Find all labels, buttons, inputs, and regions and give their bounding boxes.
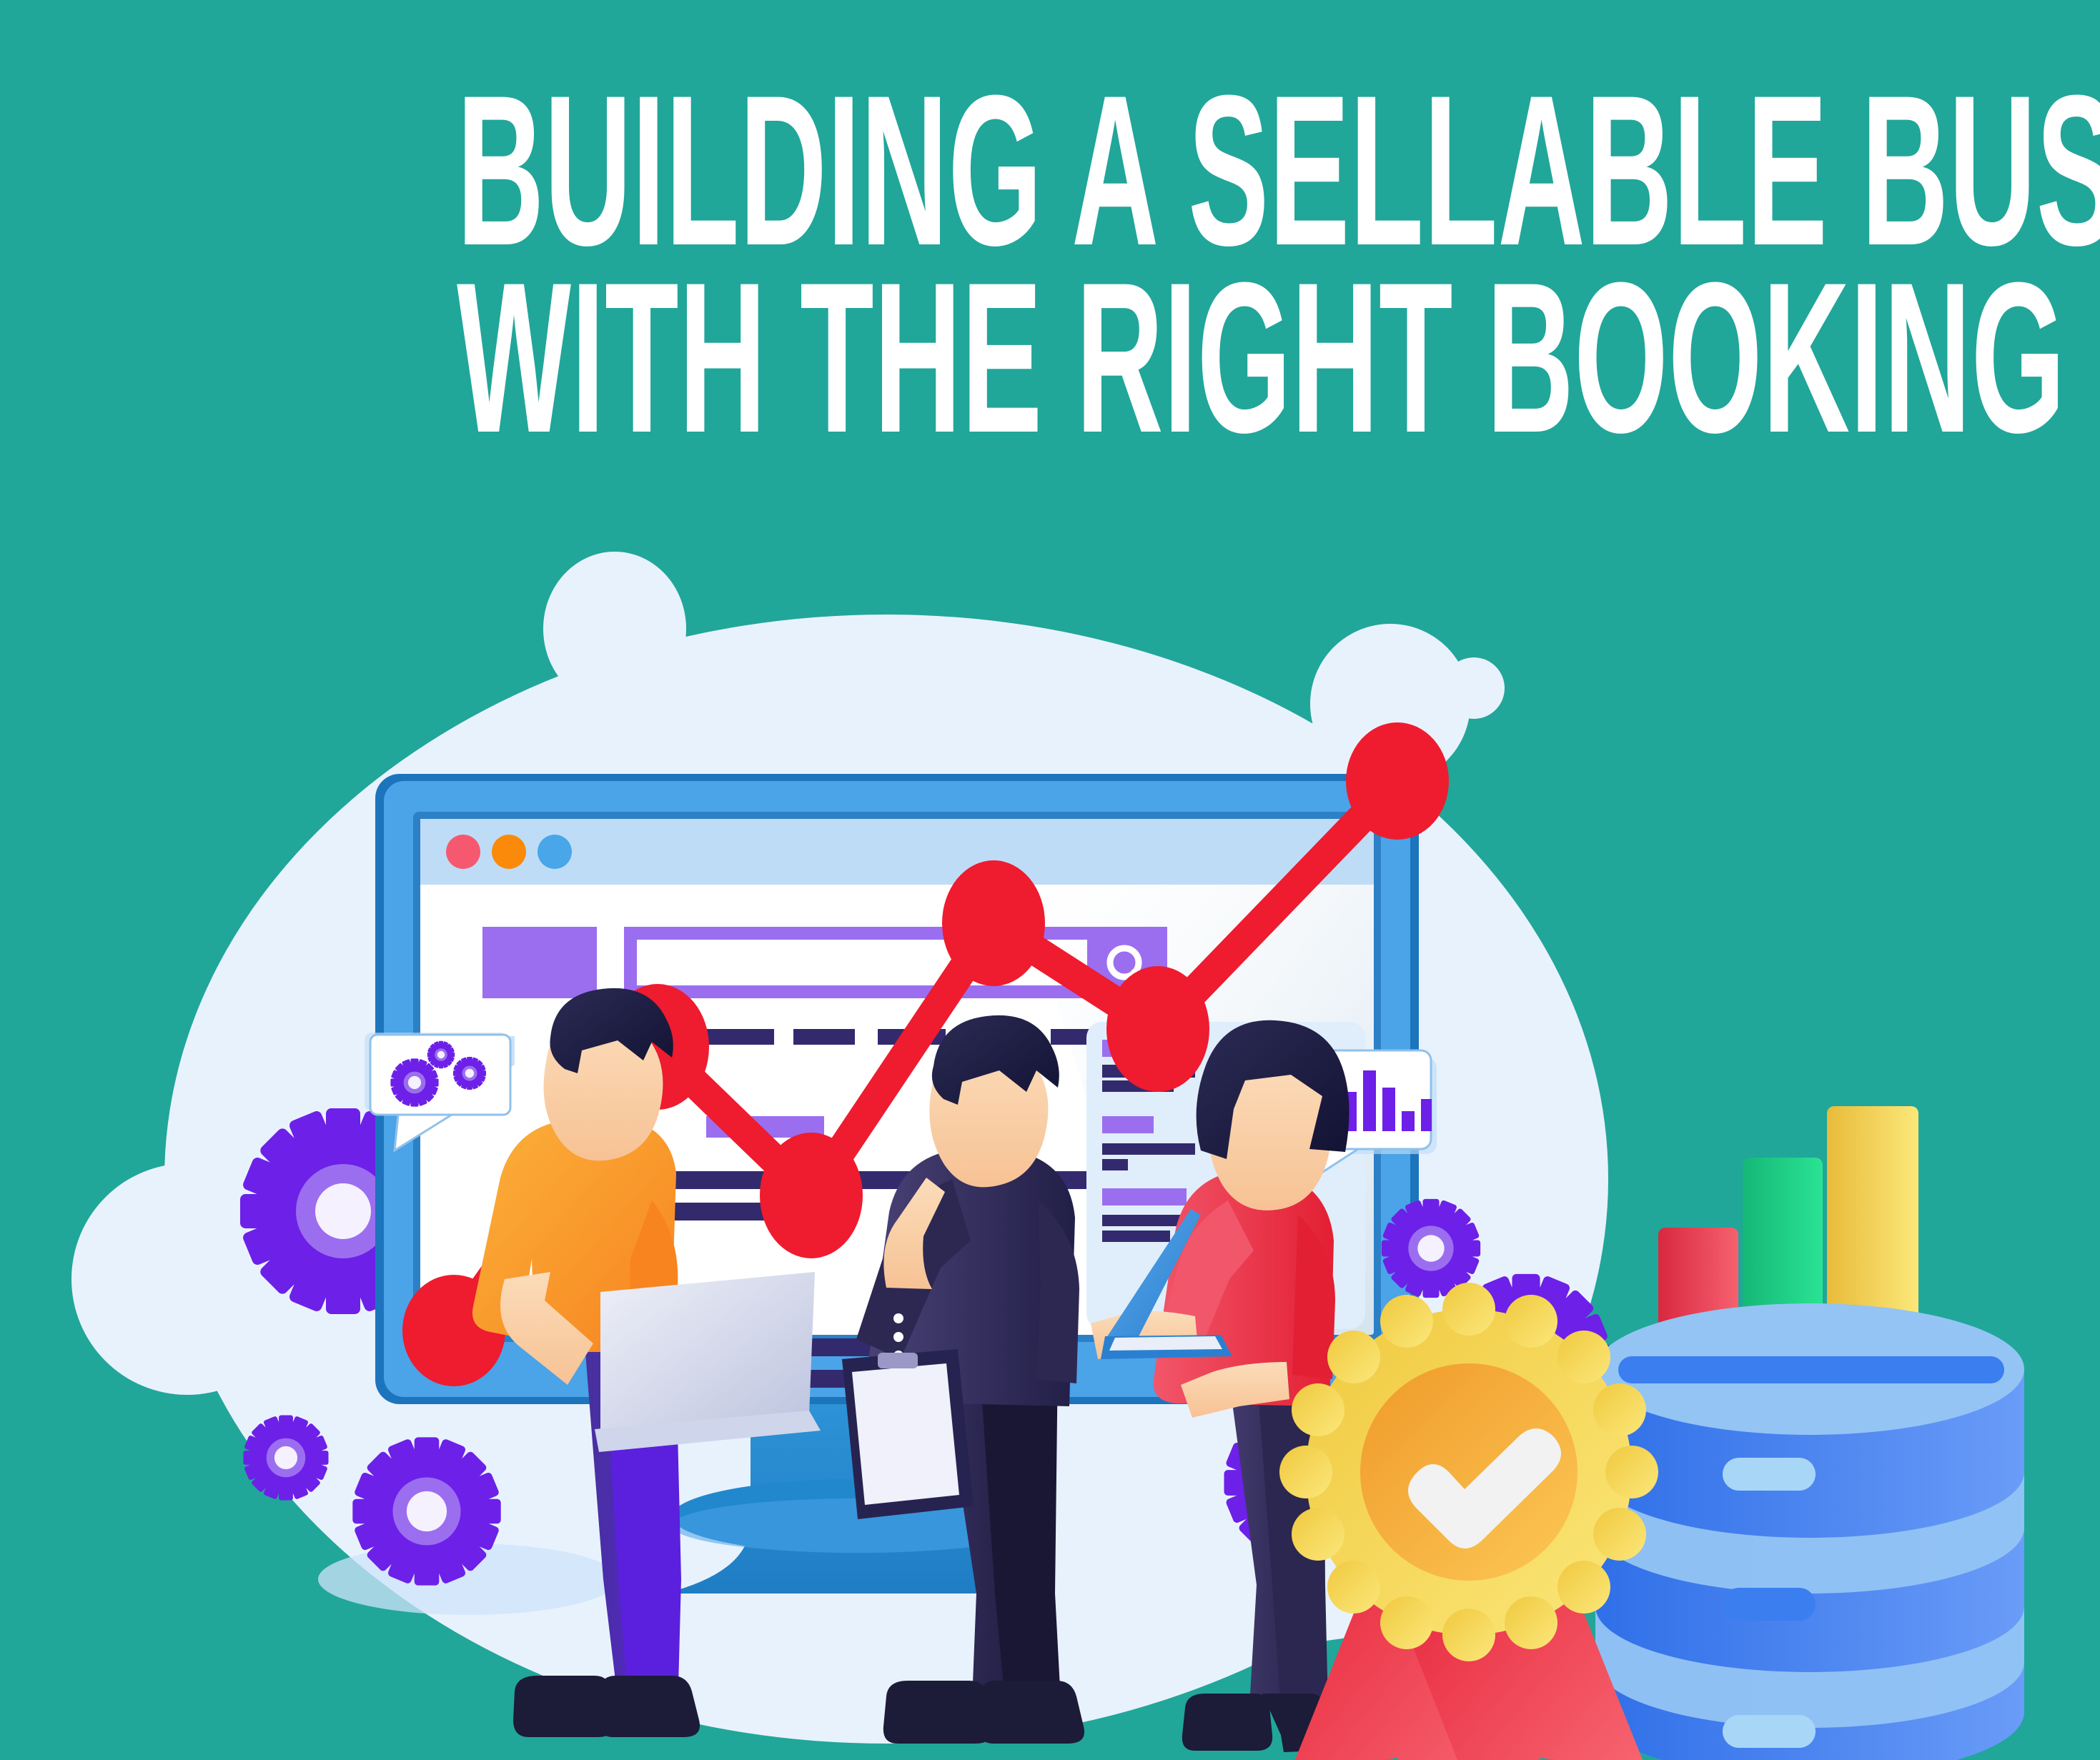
title-line-1: BUILDING A SELLABLE BUSINESS [457, 50, 2100, 290]
p1-arm-left [500, 1272, 593, 1385]
p2-hair [931, 1015, 1059, 1105]
badge-inner-circle [1360, 1363, 1578, 1581]
gear-icon-medium-left [352, 1437, 501, 1586]
page-title: BUILDING A SELLABLE BUSINESS WITH THE RI… [0, 50, 2100, 477]
close-dot-icon [446, 835, 480, 869]
gears-thought-bubble [365, 1033, 515, 1153]
title-line-2: WITH THE RIGHT BOOKING SYSTEM [457, 237, 2100, 477]
db-band-1 [1595, 1472, 2024, 1594]
growth-line-chart [402, 722, 1449, 1386]
badge-rosette [1279, 1283, 1658, 1661]
p1-shoe-front [598, 1676, 700, 1737]
p1-laptop [595, 1272, 821, 1452]
line-chart-node-6 [1346, 722, 1449, 840]
p2-clipboard [842, 1349, 974, 1519]
person-red-top-with-laptop [1091, 1020, 1349, 1756]
browser-logo-block [482, 927, 597, 998]
line-chart-node-3 [760, 1133, 863, 1258]
p2-hand-pointing [883, 1178, 945, 1289]
p3-sleeve-left [1161, 1200, 1254, 1345]
database-cylinder [1595, 1106, 2024, 1760]
p2-arm-back [1036, 1200, 1079, 1383]
db-slot-2 [1723, 1588, 1816, 1621]
p2-shoe-back [883, 1681, 993, 1744]
line-chart-node-5 [1106, 966, 1209, 1092]
person-orange-shirt-with-laptop [472, 988, 821, 1737]
p2-shoe-front [978, 1681, 1085, 1744]
monitor-base-shadow [672, 1498, 1044, 1553]
p2-leg-front [979, 1358, 1061, 1701]
p3-sleeve-right [1292, 1215, 1335, 1379]
db-slot-1 [1723, 1458, 1816, 1491]
person-navy-suit-pointing [842, 1015, 1085, 1744]
p3-arm-right [1181, 1362, 1289, 1418]
db-top-slot [1618, 1356, 2004, 1383]
browser-titlebar [420, 819, 1374, 885]
maximize-dot-icon [538, 835, 572, 869]
db-band-2 [1595, 1606, 2024, 1728]
p1-shoe-back [513, 1676, 615, 1737]
p1-hair [550, 988, 673, 1073]
p3-shoe-back [1182, 1694, 1273, 1751]
p3-hair [1196, 1020, 1349, 1159]
db-slot-3 [1723, 1715, 1816, 1748]
floating-circle-3 [1443, 657, 1505, 719]
badge-ribbon-right [1412, 1558, 1643, 1760]
verified-award-badge [1279, 1283, 1658, 1760]
floating-circle-1 [543, 552, 686, 706]
line-chart-node-4 [942, 860, 1045, 986]
p3-laptop [1101, 1209, 1232, 1359]
gear-icon-small-left [243, 1415, 329, 1501]
minimize-dot-icon [492, 835, 526, 869]
badge-check-icon [1408, 1428, 1561, 1548]
